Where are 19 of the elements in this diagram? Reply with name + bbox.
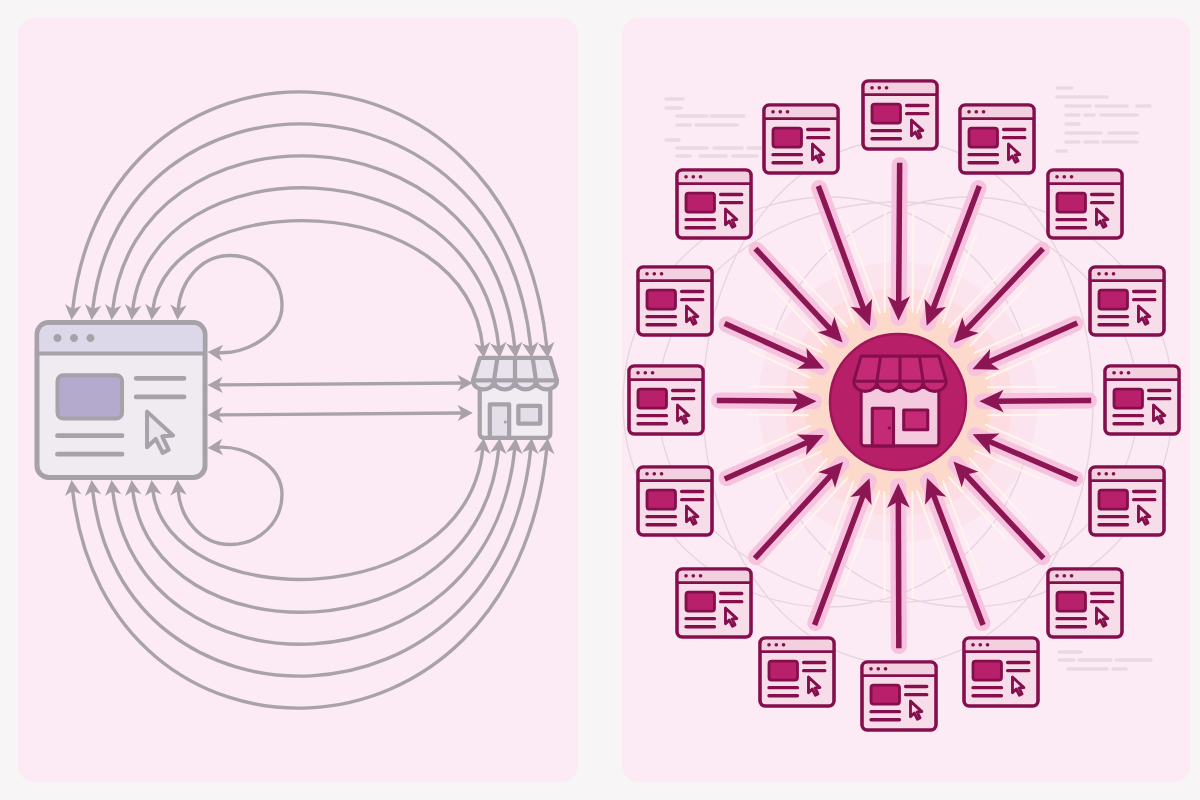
browser-window (758, 636, 836, 708)
browser-window (860, 660, 938, 732)
store-badge (828, 332, 968, 472)
browser-window (627, 364, 705, 436)
browser-window (1088, 465, 1166, 537)
browser-window (1103, 364, 1181, 436)
browser-window (1046, 168, 1124, 240)
browser-window (762, 103, 840, 175)
browser-window (675, 168, 753, 240)
browser-window (958, 103, 1036, 175)
browser-window (962, 636, 1040, 708)
browser-window (675, 567, 753, 639)
browser-window (1088, 265, 1166, 337)
browser-window (636, 465, 714, 537)
browser-window (34, 320, 208, 480)
store-icon (470, 355, 560, 441)
browser-window (861, 79, 939, 151)
browser-window (636, 265, 714, 337)
browser-window (1046, 567, 1124, 639)
